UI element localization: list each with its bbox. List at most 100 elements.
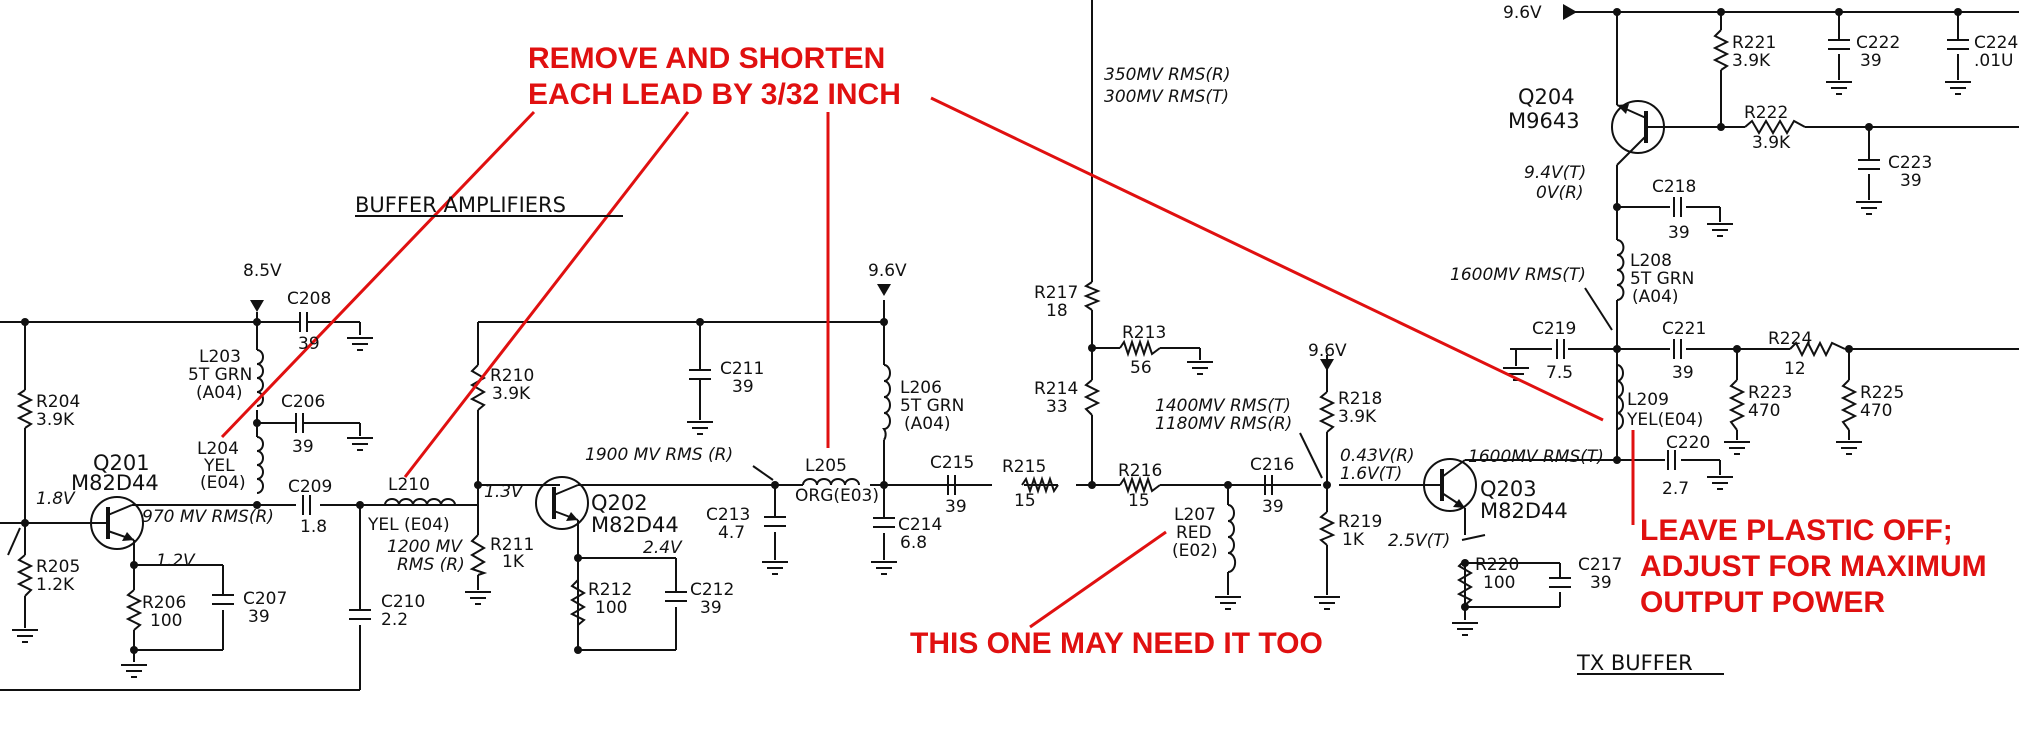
meas-1200mv: 1200 MV [387, 537, 463, 557]
r210-label: R210 [490, 366, 534, 386]
r219-label: R219 [1338, 512, 1382, 532]
annotation-may-need-it-too: THIS ONE MAY NEED IT TOO [910, 627, 1323, 660]
r216-label: R216 [1118, 461, 1162, 481]
r219-value: 1K [1342, 530, 1365, 550]
r213-value: 56 [1130, 358, 1152, 378]
c206-value: 39 [292, 437, 314, 457]
q201-label: Q201 [93, 451, 150, 475]
r206-value: 100 [150, 611, 182, 631]
r225-label: R225 [1860, 383, 1904, 403]
r204-value: 3.9K [36, 410, 75, 430]
r221-label: R221 [1732, 33, 1776, 53]
q204-transistor [1611, 100, 1665, 166]
r211-label: R211 [490, 535, 534, 555]
red-annotations: REMOVE AND SHORTEN EACH LEAD BY 3/32 INC… [528, 42, 1987, 660]
meas-1600mv-b: 1600MV RMS(T) [1468, 447, 1604, 467]
r220-label: R220 [1475, 555, 1519, 575]
l204-label: L204 [197, 439, 239, 459]
l205-spec: ORG(E03) [795, 486, 879, 506]
c222-label: C222 [1856, 33, 1900, 53]
meas-9-4v: 9.4V(T) [1524, 163, 1586, 183]
component-labels: BUFFER AMPLIFIERS TX BUFFER 8.5V 9.6V 9.… [36, 3, 2018, 675]
c224-label: C224 [1974, 33, 2018, 53]
c221-label: C221 [1662, 319, 1706, 339]
capacitors [212, 39, 1969, 620]
meas-1-3v: 1.3V [484, 482, 524, 502]
c210-label: C210 [381, 592, 425, 612]
l208-label: L208 [1630, 251, 1672, 271]
r223-value: 470 [1748, 401, 1780, 421]
rail-9-6v-b: 9.6V [1308, 341, 1347, 361]
meas-0v: 0V(R) [1536, 183, 1584, 203]
l207-code: (E02) [1172, 541, 1218, 561]
l203-code: (A04) [196, 383, 243, 403]
r205-label: R205 [36, 557, 80, 577]
c214-label: C214 [898, 515, 942, 535]
l206-label: L206 [900, 378, 942, 398]
junctions [21, 8, 1962, 654]
r222-value: 3.9K [1752, 133, 1791, 153]
q203-label: Q203 [1480, 477, 1537, 501]
q201-transistor [90, 496, 144, 550]
annotation-output-power: OUTPUT POWER [1640, 586, 1885, 619]
c213-label: C213 [706, 505, 750, 525]
meas-350mv: 350MV RMS(R) [1104, 65, 1231, 85]
c220-value: 2.7 [1662, 479, 1689, 499]
c220-label: C220 [1666, 433, 1710, 453]
resistors [16, 29, 1858, 631]
l204-code: (E04) [200, 473, 246, 493]
title-tx-buffer: TX BUFFER [1576, 651, 1693, 675]
c215-value: 39 [945, 497, 967, 517]
l203-label: L203 [199, 347, 241, 367]
l210-label: L210 [388, 475, 430, 495]
c213-value: 4.7 [718, 523, 745, 543]
c223-label: C223 [1888, 153, 1932, 173]
c212-value: 39 [700, 598, 722, 618]
r222-label: R222 [1744, 103, 1788, 123]
c208-label: C208 [287, 289, 331, 309]
r217-value: 18 [1046, 301, 1068, 321]
r215-label: R215 [1002, 457, 1046, 477]
c206-label: C206 [281, 392, 325, 412]
c209-label: C209 [288, 477, 332, 497]
l204-spec: YEL [203, 456, 235, 476]
rail-9-6v-c: 9.6V [1503, 3, 1542, 23]
l207-label: L207 [1174, 505, 1216, 525]
l208-code: (A04) [1632, 287, 1679, 307]
q204-part: M9643 [1508, 109, 1580, 133]
q202-transistor [535, 476, 589, 530]
rail-arrows [250, 4, 1577, 392]
c208-value: 39 [298, 334, 320, 354]
l206-spec: 5T GRN [900, 396, 964, 416]
meas-2-4v: 2.4V [643, 538, 683, 558]
meas-2-5v: 2.5V(T) [1388, 531, 1450, 551]
r221-value: 3.9K [1732, 51, 1771, 71]
r214-value: 33 [1046, 397, 1068, 417]
meas-970mv: 970 MV RMS(R) [142, 507, 274, 527]
l207-spec: RED [1176, 523, 1212, 543]
meas-1900mv: 1900 MV RMS (R) [585, 445, 733, 465]
meas-1-8v: 1.8V [36, 489, 76, 509]
rail-9-6v-a: 9.6V [868, 261, 907, 281]
c219-value: 7.5 [1546, 363, 1573, 383]
r204-label: R204 [36, 392, 80, 412]
l203-spec: 5T GRN [188, 365, 252, 385]
r216-value: 15 [1128, 491, 1150, 511]
rail-8-5v: 8.5V [243, 261, 282, 281]
annotation-adjust-max: ADJUST FOR MAXIMUM [1640, 550, 1987, 583]
l205-label: L205 [805, 456, 847, 476]
c218-label: C218 [1652, 177, 1696, 197]
wires [0, 0, 2019, 691]
c210-value: 2.2 [381, 610, 408, 630]
q202-label: Q202 [591, 491, 648, 515]
c218-value: 39 [1668, 223, 1690, 243]
c211-label: C211 [720, 359, 764, 379]
c215-label: C215 [930, 453, 974, 473]
r223-label: R223 [1748, 383, 1792, 403]
c211-value: 39 [732, 377, 754, 397]
r213-label: R213 [1122, 323, 1166, 343]
c217-value: 39 [1590, 573, 1612, 593]
l210-spec: YEL (E04) [367, 515, 450, 535]
red-annotation-lines [220, 96, 1635, 629]
q203-transistor [1423, 458, 1477, 512]
